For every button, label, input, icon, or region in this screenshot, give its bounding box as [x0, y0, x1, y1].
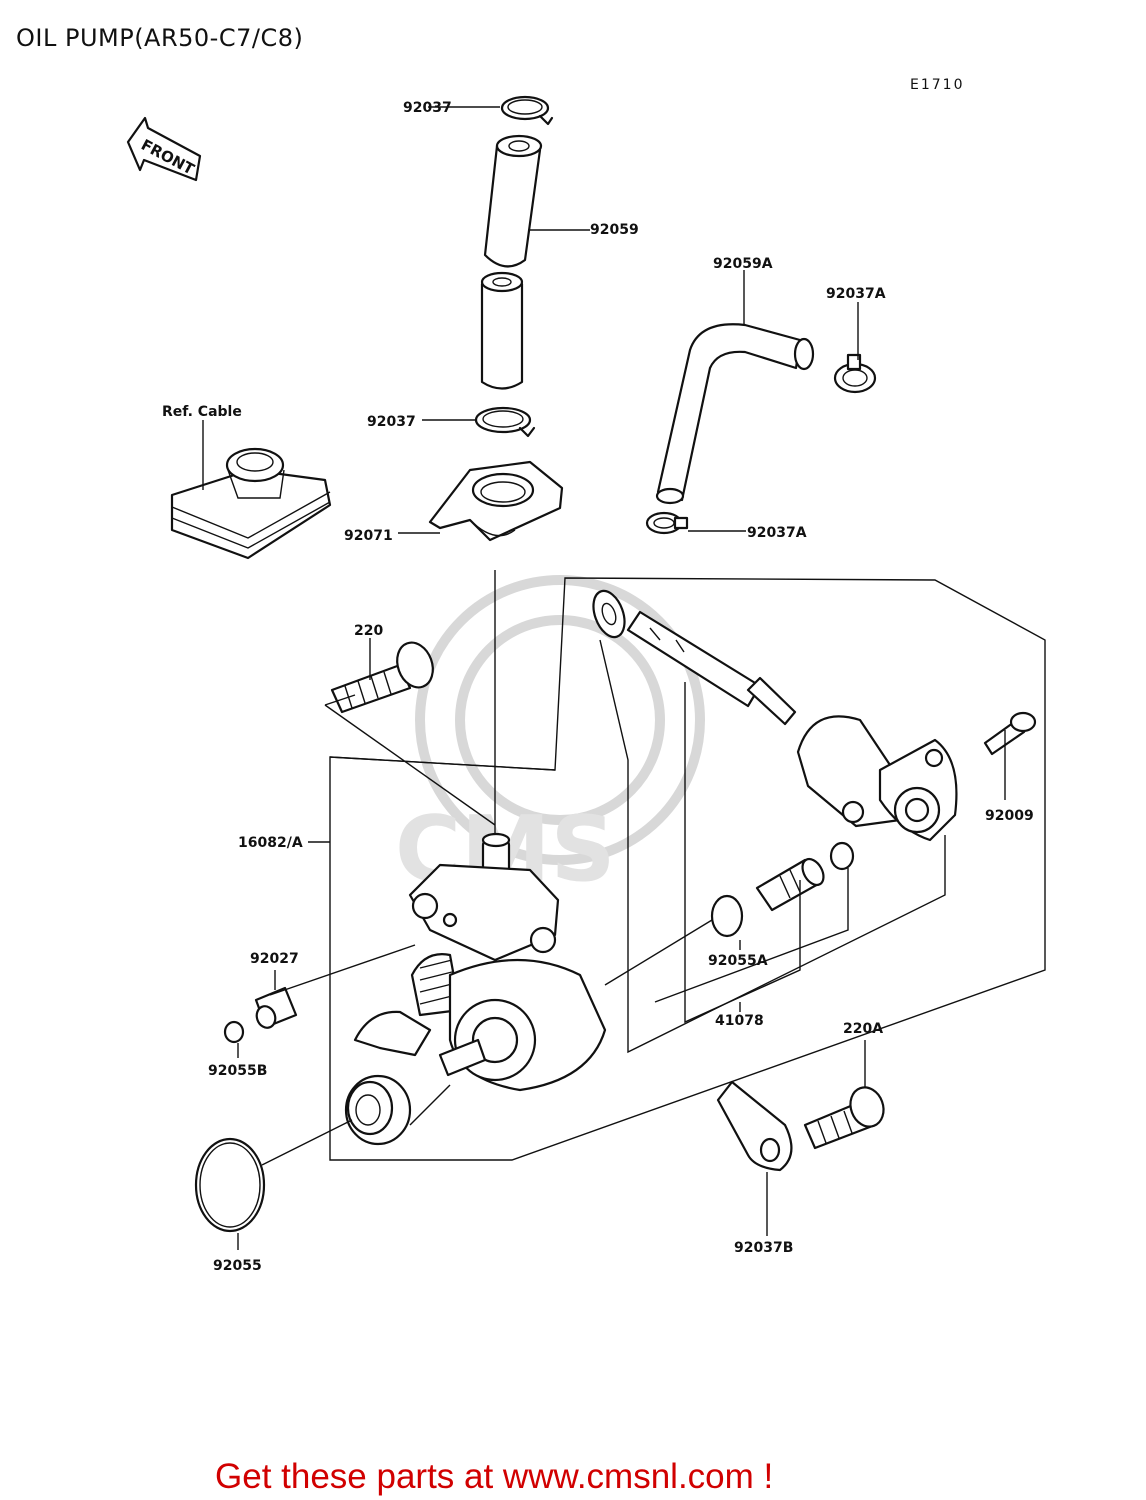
oil-seal-drawing	[344, 1074, 412, 1146]
collar-92027-drawing	[254, 986, 298, 1029]
oring-92055B-drawing	[223, 1020, 245, 1044]
pump-cover-drawing	[796, 715, 958, 842]
label-92055B: 92055B	[208, 1063, 267, 1079]
hose-92059A-drawing	[655, 323, 815, 505]
label-92071: 92071	[344, 528, 393, 544]
screw-92009-drawing	[983, 711, 1037, 756]
hose-92059-upper-drawing	[483, 134, 543, 268]
label-92037A-bottom: 92037A	[747, 525, 807, 541]
front-label: FRONT	[138, 136, 198, 179]
label-92027: 92027	[250, 951, 299, 967]
cta-link[interactable]: Get these parts at www.cmsnl.com !	[215, 1457, 773, 1496]
cable-grommet-drawing	[170, 447, 332, 560]
oring-92055-drawing	[194, 1137, 266, 1233]
label-220: 220	[354, 623, 383, 639]
label-92059A: 92059A	[713, 256, 773, 272]
label-220A: 220A	[843, 1021, 883, 1037]
label-92037B: 92037B	[734, 1240, 793, 1256]
washer-small-drawing	[829, 841, 855, 871]
label-92037-top: 92037	[403, 100, 452, 116]
clamp-92037A-bottom-drawing	[645, 511, 689, 535]
pump-shaft-drawing	[592, 589, 797, 726]
clamp-92037A-top-drawing	[833, 353, 877, 394]
label-ref-cable: Ref. Cable	[162, 404, 242, 420]
label-92009: 92009	[985, 808, 1034, 824]
assembly-outlines	[324, 577, 1046, 1161]
pump-body-drawing	[353, 832, 607, 1092]
oring-92055A-drawing	[710, 894, 744, 938]
label-41078: 41078	[715, 1013, 764, 1029]
label-92037-mid: 92037	[367, 414, 416, 430]
label-92059: 92059	[590, 222, 639, 238]
bolt-220A-drawing	[803, 1086, 885, 1150]
plunger-drawing	[755, 857, 825, 912]
hose-92059-lower-drawing	[480, 271, 524, 390]
label-92055A: 92055A	[708, 953, 768, 969]
label-92037A-top: 92037A	[826, 286, 886, 302]
label-16082A: 16082/A	[238, 835, 303, 851]
plate-92071-drawing	[428, 460, 564, 542]
leader-lines	[202, 106, 1006, 1250]
label-92055: 92055	[213, 1258, 262, 1274]
diagram-code: E1710	[910, 77, 964, 93]
page-title: OIL PUMP(AR50-C7/C8)	[16, 24, 303, 52]
part-labels: 92037 92059 92059A 92037A Ref. Cable 920…	[162, 100, 1034, 1274]
front-arrow-icon: FRONT	[126, 116, 202, 182]
circlip-92037-top-drawing	[500, 95, 554, 126]
circlip-92037-mid-drawing	[474, 406, 536, 438]
bracket-92037B-drawing	[716, 1080, 793, 1172]
